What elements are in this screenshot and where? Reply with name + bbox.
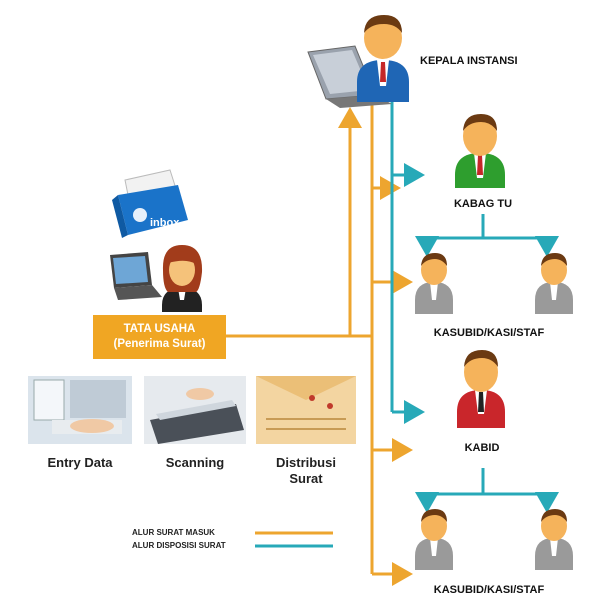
kepala-person-icon [357, 15, 409, 102]
distribusi-surat-photo [256, 376, 356, 444]
tata-usaha-subtitle: (Penerima Surat) [113, 338, 206, 350]
orange-flow [226, 100, 413, 586]
inbox-text: inbox [150, 217, 180, 229]
kepala-instansi-label: KEPALA INSTANSI [420, 55, 518, 67]
reception-laptop-icon [110, 252, 162, 300]
kasubid-label-1: KASUBID/KASI/STAF [433, 327, 545, 339]
entry-data-photo [28, 376, 132, 444]
inbox-tray-icon: inbox [112, 169, 188, 238]
receptionist-person-icon [162, 245, 203, 312]
legend-alur-masuk: ALUR SURAT MASUK [132, 528, 215, 537]
kasubid-label-2: KASUBID/KASI/STAF [433, 584, 545, 596]
kabag-tu-label: KABAG TU [453, 198, 513, 210]
staff-person-icon-4 [535, 509, 573, 570]
staff-person-icon-3 [415, 509, 453, 570]
kabid-person-icon [457, 350, 505, 428]
kabag-tu-person-icon [455, 114, 505, 188]
teal-flow [390, 100, 559, 513]
entry-data-label: Entry Data [47, 455, 113, 470]
scanning-label: Scanning [165, 455, 225, 470]
legend-alur-disposisi: ALUR DISPOSISI SURAT [132, 541, 226, 550]
tata-usaha-title: TATA USAHA [123, 323, 196, 335]
staff-person-icon-1 [415, 253, 453, 314]
staff-person-icon-2 [535, 253, 573, 314]
scanning-photo [144, 376, 246, 444]
kabid-label: KABID [464, 442, 500, 454]
tata-usaha-box: TATA USAHA (Penerima Surat) [93, 315, 226, 359]
